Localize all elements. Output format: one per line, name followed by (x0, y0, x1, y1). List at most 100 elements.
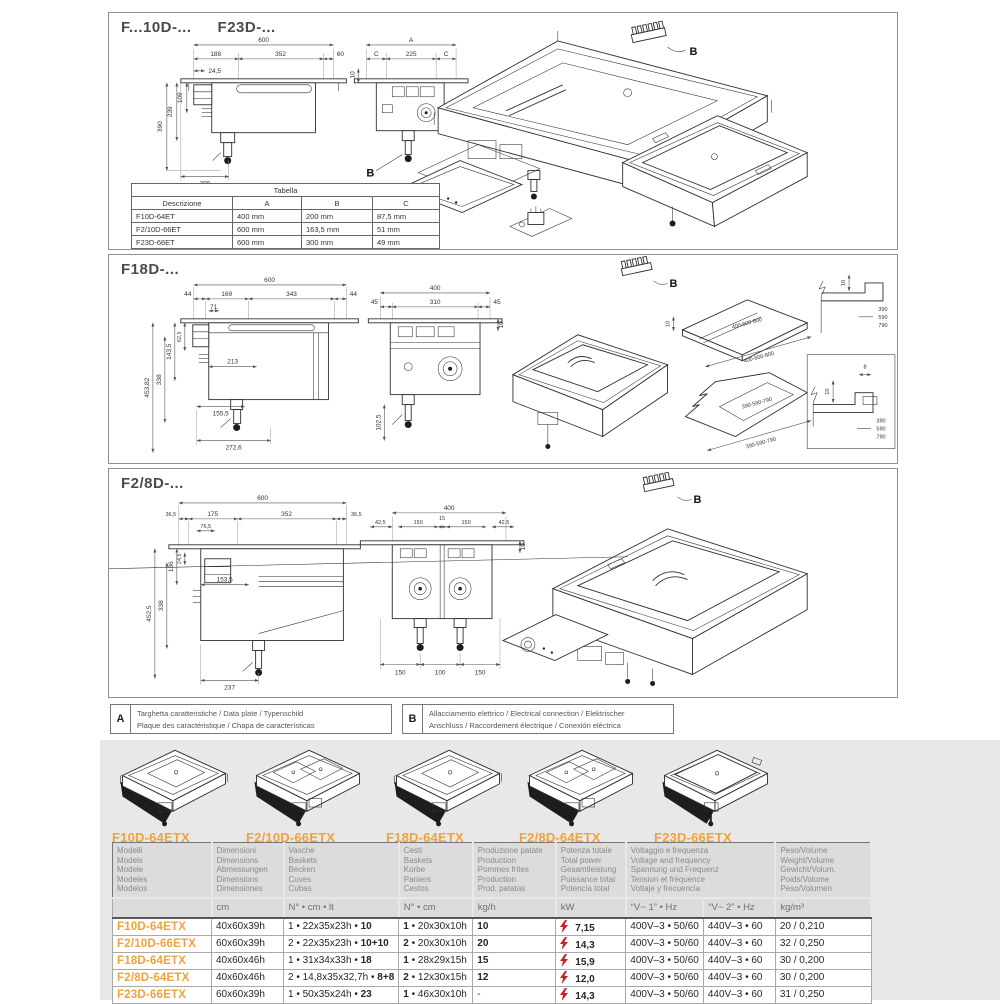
panel1-title: F...10D-...F23D-... (121, 19, 276, 36)
dim-label: 239 (167, 106, 174, 117)
tabella-header: A (233, 197, 302, 210)
dim-label: 600 (264, 277, 275, 284)
spec-header-line: Spannung und Frequenz (631, 865, 771, 875)
tabella-cell: F23D-66ET (132, 236, 233, 249)
dim-label: 150 (395, 669, 406, 676)
tabella-title-row: Tabella (132, 184, 440, 197)
spec-cell-vasche: 1 • 22x35x23h • 10 (284, 918, 399, 936)
dim-label: 10 (825, 389, 831, 395)
product-f10d-64etx: F10D-64ETX (108, 744, 240, 838)
label-b: B (690, 46, 698, 58)
note-b-key: B (403, 705, 423, 733)
spec-cell-model: F23D-66ETX (113, 986, 212, 1003)
panel-f28d: F2/8D-... 600 36,5 175 352 36,5 76,5 452… (108, 468, 898, 698)
tabella-cell: 400 mm (233, 210, 302, 223)
spec-header-line: Vasche (289, 846, 394, 856)
dim-label: 790 (876, 435, 885, 441)
spec-cell-kw: 14,3 (556, 986, 626, 1003)
spec-cell-kw: 7,15 (556, 918, 626, 936)
spec-header-line: Paniers (404, 875, 468, 885)
spec-header-line: Modeles (117, 875, 207, 885)
dim-label: 44 (350, 291, 358, 298)
spec-cell-dim: 40x60x39h (212, 918, 284, 936)
spec-cell-v2: 440V–3 • 60 (703, 986, 775, 1003)
spec-header-line: Dimensioni (217, 846, 279, 856)
power-icon (560, 920, 568, 933)
dim-label: 36,5 (351, 512, 362, 518)
dim-label: 10 (498, 321, 505, 329)
dim-label: 352 (281, 511, 292, 518)
terminal-block-icon (642, 472, 674, 492)
label-b: B (694, 494, 702, 506)
spec-cell-cesti: 1 • 20x30x10h (399, 918, 473, 936)
spec-cell-v2: 440V–3 • 60 (703, 969, 775, 986)
dim-label: 213 (227, 359, 238, 366)
kw-value: 14,3 (575, 991, 594, 1002)
kw-value: 15,9 (575, 957, 594, 968)
dim-label: 150 (414, 520, 423, 526)
spec-header-line: Modelli (117, 846, 207, 856)
spec-cell-vasche: 2 • 22x35x23h • 10+10 (284, 935, 399, 952)
note-a-key: A (111, 705, 131, 733)
dim-label: 452,5 (146, 605, 153, 622)
spec-unit: N° • cm • lt (284, 898, 399, 918)
dim-label: 175 (207, 511, 218, 518)
spec-header-line: Abmessungen (217, 865, 279, 875)
spec-header-line: Total power (561, 856, 621, 866)
tabella-title: Tabella (132, 184, 440, 197)
cutout-label: 390-590-790 (741, 397, 773, 411)
spec-header-line: Baskets (289, 856, 394, 866)
tabella-header: Descrizione (132, 197, 233, 210)
power-icon (560, 937, 568, 950)
panel3-title-text: F2/8D-... (121, 475, 184, 492)
spec-cell-peso: 20 / 0,210 (775, 918, 871, 936)
note-b: B Allacciamento elettrico / Electrical c… (402, 704, 674, 734)
dim-label: 590 (876, 427, 885, 433)
spec-cell-cesti: 2 • 20x30x10h (399, 935, 473, 952)
spec-header-line: Korbe (404, 865, 468, 875)
dim-label: 400 (430, 285, 441, 292)
kw-value: 12,0 (575, 974, 594, 985)
dim-label: 453,82 (144, 377, 151, 397)
spec-cell-kw: 15,9 (556, 952, 626, 969)
tabella-cell: 163,5 mm (302, 223, 373, 236)
product-thumbnail-icon (115, 744, 233, 828)
dim-label: 10 (666, 321, 672, 327)
dim-label: 10 (520, 543, 527, 551)
spec-cell-vasche: 1 • 50x35x24h • 23 (284, 986, 399, 1003)
spec-cell-dim: 40x60x46h (212, 969, 284, 986)
spec-header-line: Voltaggio e frequenza (631, 846, 771, 856)
label-b: B (366, 168, 374, 180)
dim-label: 600 (258, 37, 269, 44)
dim-label: 272,6 (226, 444, 243, 451)
tabella-cell: 87,5 mm (373, 210, 440, 223)
terminal-block-icon (620, 256, 652, 276)
panel3-title: F2/8D-... (121, 475, 184, 492)
tabella-header: B (302, 197, 373, 210)
spec-header-line: Production (478, 875, 551, 885)
dim-label: 150 (462, 520, 471, 526)
spec-cell-kw: 12,0 (556, 969, 626, 986)
product-thumbnail-icon (522, 744, 640, 828)
spec-cell-peso: 31 / 0,250 (775, 986, 871, 1003)
spec-cell-model: F10D-64ETX (113, 918, 212, 936)
dim-label: 343 (286, 291, 297, 298)
spec-unit (113, 898, 212, 918)
spec-header-line: Tension et fréquence (631, 875, 771, 885)
spec-cell-peso: 30 / 0,200 (775, 952, 871, 969)
dim-label: 143,5 (166, 343, 173, 360)
product-thumbnail-icon (657, 744, 775, 828)
panel3-drawing: 600 36,5 175 352 36,5 76,5 452,5 338 136… (109, 469, 897, 698)
dim-label: 24,5 (177, 553, 183, 564)
spec-header-line: Voltaje y frecuencia (631, 884, 771, 894)
spec-unit: N° • cm (399, 898, 473, 918)
note-a: A Targhetta caratteristiche / Data plate… (110, 704, 392, 734)
dim-label: 188 (210, 51, 221, 58)
